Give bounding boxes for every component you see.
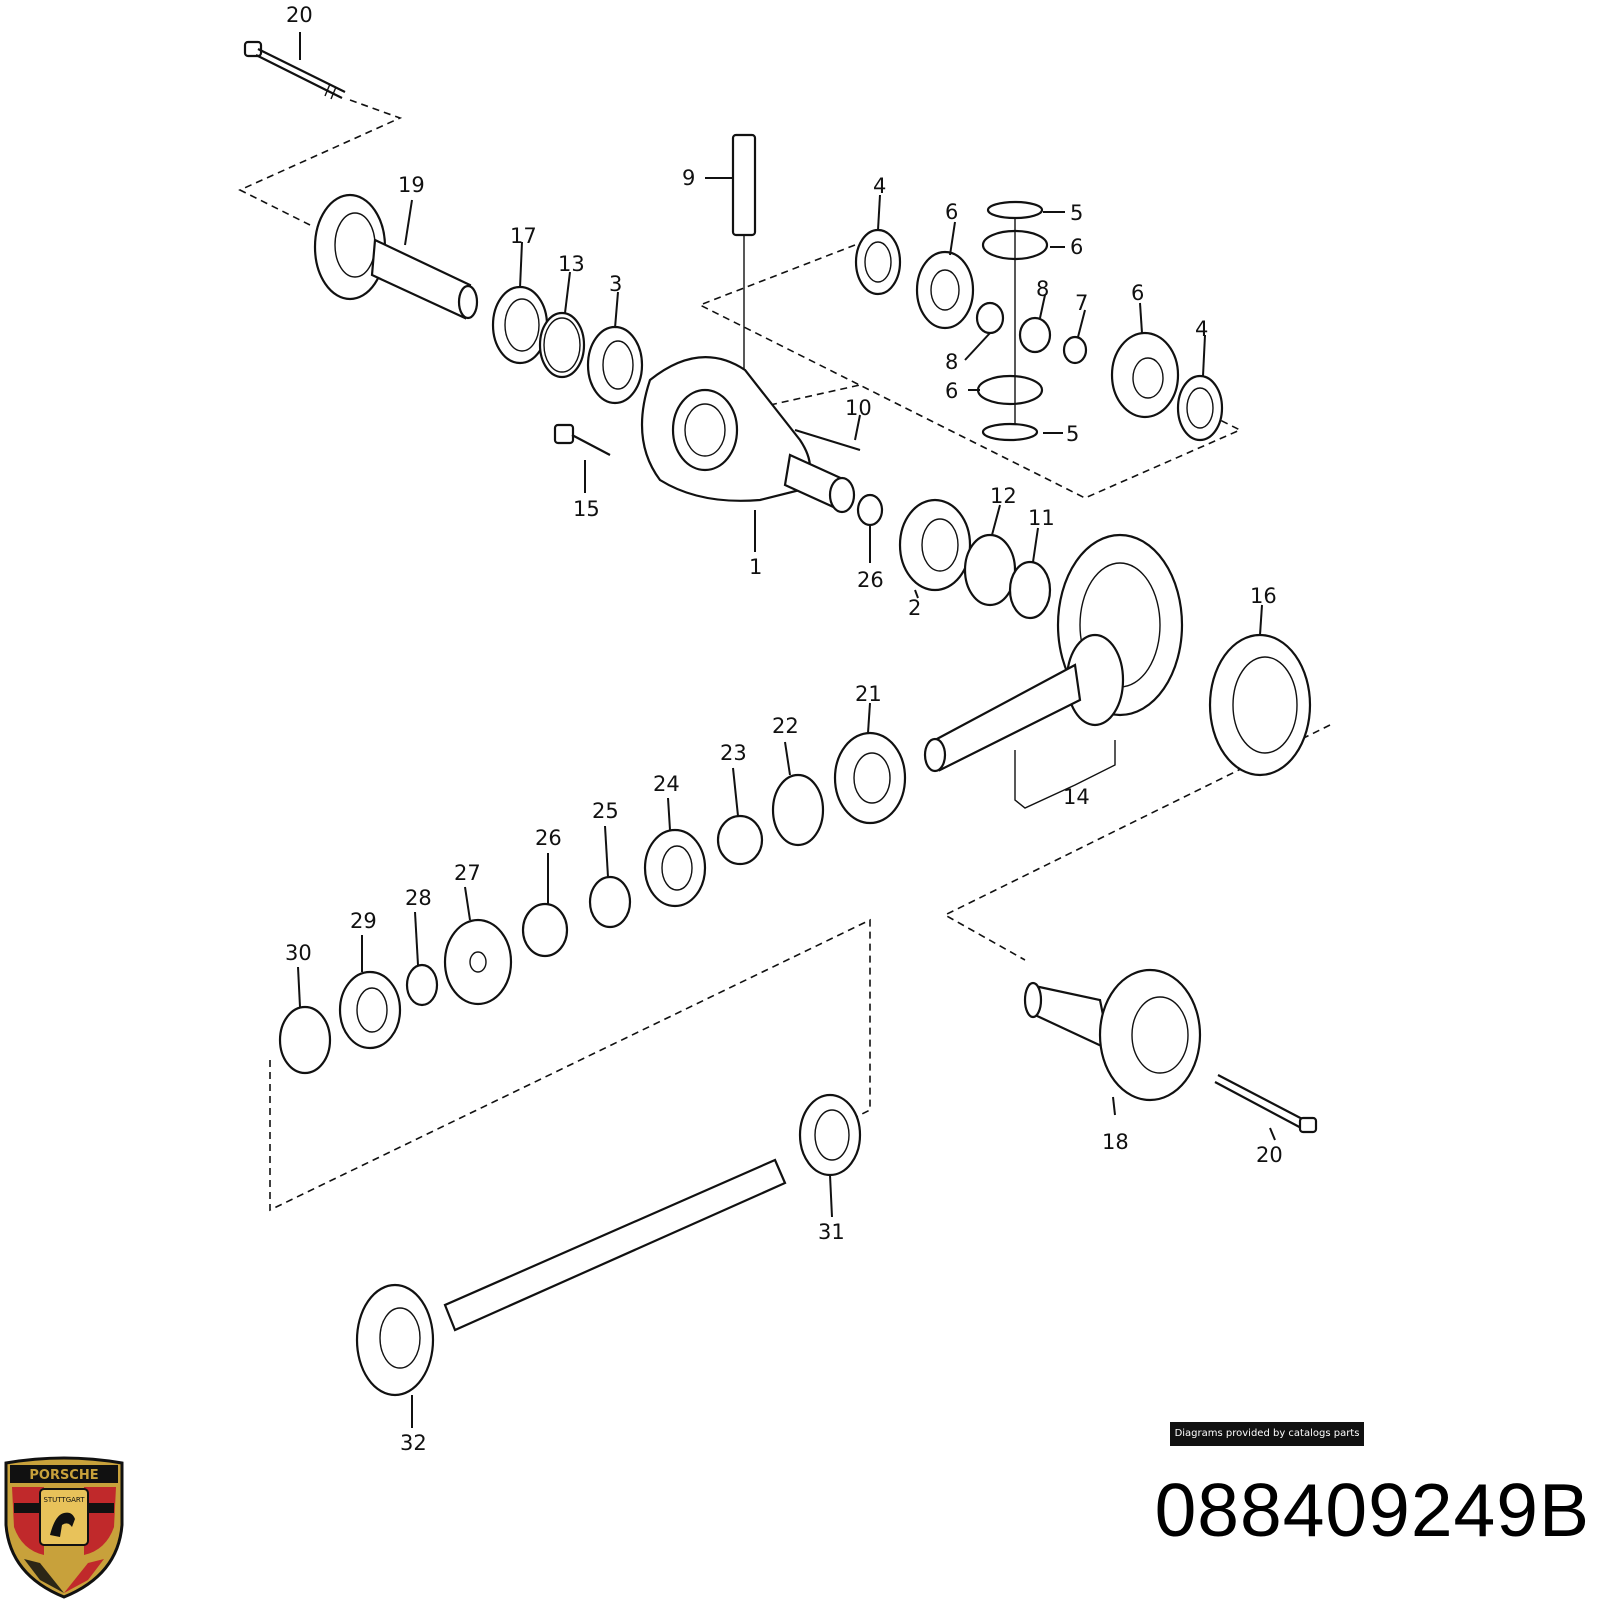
leader-lines xyxy=(297,32,1276,1428)
callout-label: 18 xyxy=(1102,1130,1129,1154)
callout-label: 7 xyxy=(1075,291,1088,315)
callout-label: 5 xyxy=(1066,422,1079,446)
callout-label: 23 xyxy=(720,741,747,765)
bearing-2 xyxy=(898,498,972,592)
svg-text:PORSCHE: PORSCHE xyxy=(29,1468,98,1483)
callout-label: 26 xyxy=(857,568,884,592)
sleeve-26 xyxy=(521,902,569,958)
callout-label: 16 xyxy=(1250,584,1277,608)
callout-label: 17 xyxy=(510,224,537,248)
callout-label: 9 xyxy=(682,166,695,190)
callout-label: 15 xyxy=(573,497,600,521)
callout-label: 4 xyxy=(1195,317,1208,341)
callout-label: 30 xyxy=(285,941,312,965)
axle-shaft-32 xyxy=(355,1158,787,1397)
group-lines xyxy=(238,99,1331,1212)
callout-label: 28 xyxy=(405,886,432,910)
shim-12 xyxy=(963,533,1017,607)
bearing-29 xyxy=(338,970,402,1050)
pin-9 xyxy=(731,133,757,380)
seal-16 xyxy=(1208,633,1312,777)
shim-13 xyxy=(538,311,586,379)
callout-label: 24 xyxy=(653,772,680,796)
gear-25 xyxy=(588,875,632,929)
callout-label: 12 xyxy=(990,484,1017,508)
callout-label: 27 xyxy=(454,861,481,885)
callout-label: 6 xyxy=(945,379,958,403)
callout-label: 25 xyxy=(592,799,619,823)
callout-label: 22 xyxy=(772,714,799,738)
bolt-top xyxy=(243,40,346,100)
disc-27 xyxy=(443,918,513,1006)
spider-gear-set xyxy=(854,200,1224,442)
callout-label: 6 xyxy=(1131,281,1144,305)
credit-banner: Diagrams provided by catalogs parts xyxy=(1170,1422,1364,1446)
callout-label: 6 xyxy=(1070,235,1083,259)
callout-label: 26 xyxy=(535,826,562,850)
bearing-24 xyxy=(643,828,707,908)
washer-26a xyxy=(856,493,884,527)
callout-label: 21 xyxy=(855,682,882,706)
sleeve-23 xyxy=(716,814,764,866)
callout-label: 13 xyxy=(558,252,585,276)
callout-label: 10 xyxy=(845,396,872,420)
callout-label: 14 xyxy=(1063,785,1090,809)
callout-label: 31 xyxy=(818,1220,845,1244)
porsche-crest-logo: PORSCHE STUTTGART xyxy=(4,1456,124,1599)
differential-housing-1 xyxy=(640,356,856,514)
output-flange-18 xyxy=(1023,968,1202,1102)
callout-label: 19 xyxy=(398,173,425,197)
shim-11 xyxy=(1008,560,1052,620)
callout-label: 3 xyxy=(609,272,622,296)
bolt-bottom xyxy=(1214,1074,1318,1134)
circlip-30 xyxy=(278,1005,332,1075)
callout-label: 8 xyxy=(945,350,958,374)
callout-label: 20 xyxy=(286,3,313,27)
seal-31 xyxy=(798,1093,862,1177)
callout-label: 1 xyxy=(749,555,762,579)
callout-label: 29 xyxy=(350,909,377,933)
callout-labels: 20 19 17 13 3 9 4 6 5 6 8 7 6 4 8 6 5 10… xyxy=(285,3,1283,1455)
part-number: 088409249B xyxy=(1154,1468,1590,1552)
callout-label: 20 xyxy=(1256,1143,1283,1167)
flange-shaft-19 xyxy=(313,193,479,320)
pin-10 xyxy=(794,428,861,452)
callout-label: 5 xyxy=(1070,201,1083,225)
ring-and-pinion-14 xyxy=(923,533,1184,809)
callout-label: 8 xyxy=(1036,277,1049,301)
svg-text:STUTTGART: STUTTGART xyxy=(43,1496,85,1504)
callout-label: 32 xyxy=(400,1431,427,1455)
callout-label: 4 xyxy=(873,174,886,198)
bearing-21 xyxy=(833,731,907,825)
circlip-28 xyxy=(405,963,439,1007)
callout-label: 11 xyxy=(1028,506,1055,530)
shim-22 xyxy=(771,773,825,847)
callout-label: 2 xyxy=(908,596,921,620)
bolt-15 xyxy=(553,423,611,456)
bearing-3 xyxy=(586,325,644,405)
callout-label: 6 xyxy=(945,200,958,224)
